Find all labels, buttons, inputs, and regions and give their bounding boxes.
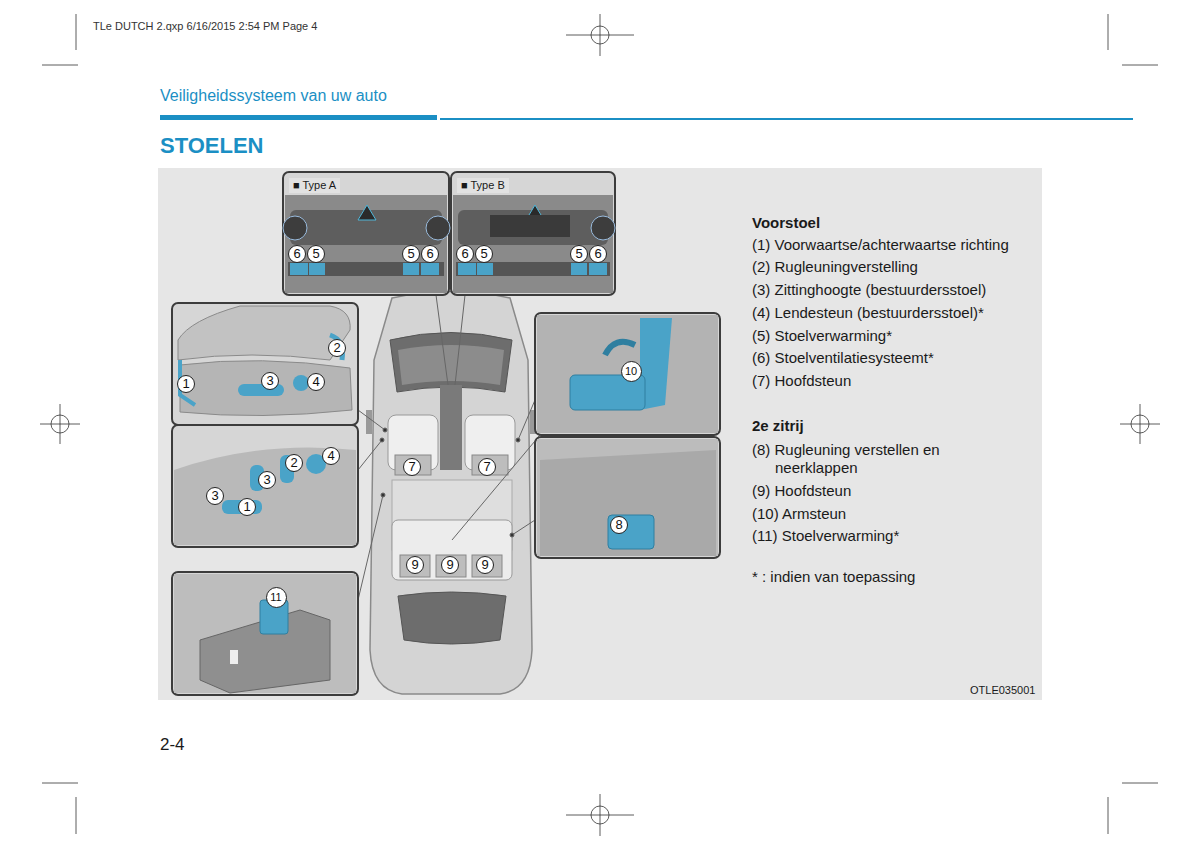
legend-text: (4) Lendesteun (bestuurdersstoel)* <box>752 304 984 322</box>
legend-text: (9) Hoofdsteun <box>752 482 851 500</box>
legend-text: (11) Stoelverwarming* <box>752 527 899 545</box>
callout-number: 10 <box>621 361 642 382</box>
callout-number: 3 <box>206 487 224 505</box>
callout-number: 4 <box>322 447 340 465</box>
callout-number: 11 <box>266 587 287 608</box>
callout-number: 1 <box>177 375 195 393</box>
header-rule <box>440 118 1133 120</box>
legend-text: (1) Voorwaartse/achterwaartse richting <box>752 236 1009 254</box>
callout-number: 8 <box>610 516 628 534</box>
legend-text: OTLE035001 <box>970 684 1035 697</box>
callout-number: 6 <box>421 245 439 263</box>
legend-text: (2) Rugleuningverstelling <box>752 258 918 276</box>
armrest-illustration <box>537 315 718 433</box>
callout-number: 9 <box>441 556 459 574</box>
type-tag: ■ Type A <box>289 178 340 193</box>
legend-text: (10) Armsteun <box>752 505 846 523</box>
callout-number: 3 <box>258 471 276 489</box>
callout-number: 4 <box>307 373 325 391</box>
legend-text: Voorstoel <box>752 214 820 232</box>
callout-number: 5 <box>402 245 420 263</box>
dashboard-illustration <box>283 195 615 293</box>
car-top-view <box>366 292 536 695</box>
print-mark: TLe DUTCH 2.qxp 6/16/2015 2:54 PM Page 4 <box>93 20 317 33</box>
legend-text: (8) Rugleuning verstellen en neerklappen <box>752 441 1015 477</box>
callout-number: 2 <box>285 454 303 472</box>
crop-marks <box>40 14 1160 836</box>
page-title: STOELEN <box>160 133 264 159</box>
header-rule <box>160 115 437 120</box>
callout-number: 7 <box>478 458 496 476</box>
leader-lines <box>358 295 540 600</box>
seat-side-illustration <box>178 306 352 416</box>
legend-text: (6) Stoelventilatiesysteemt* <box>752 349 934 367</box>
callout-number: 3 <box>261 372 279 390</box>
page-number: 2-4 <box>160 735 185 755</box>
inset-frames <box>172 172 720 695</box>
seatback-lever-illustration <box>537 439 718 556</box>
callout-number: 5 <box>307 245 325 263</box>
dashboard-type-panel: ■ Type B <box>451 172 615 295</box>
callout-number: 5 <box>475 245 493 263</box>
callout-number: 6 <box>288 245 306 263</box>
callout-number: 7 <box>403 458 421 476</box>
legend-text: (5) Stoelverwarming* <box>752 327 892 345</box>
legend-text: * : indien van toepassing <box>752 568 915 586</box>
seat-switch-illustration <box>174 448 356 546</box>
dashboard-type-panel: ■ Type A <box>283 172 449 295</box>
callout-number: 1 <box>238 498 256 516</box>
callout-number: 2 <box>328 339 346 357</box>
callout-number: 6 <box>589 245 607 263</box>
legend-text: 2e zitrij <box>752 417 804 435</box>
callout-number: 6 <box>456 245 474 263</box>
callout-number: 9 <box>476 556 494 574</box>
legend-text: (3) Zittinghoogte (bestuurdersstoel) <box>752 281 986 299</box>
callout-number: 5 <box>570 245 588 263</box>
legend-text: (7) Hoofdsteun <box>752 372 851 390</box>
content-panel-ground <box>158 168 1042 700</box>
rear-heater-illustration <box>174 574 356 693</box>
type-tag: ■ Type B <box>457 178 509 193</box>
section-header: Veiligheidssysteem van uw auto <box>160 86 387 105</box>
callout-number: 9 <box>406 556 424 574</box>
